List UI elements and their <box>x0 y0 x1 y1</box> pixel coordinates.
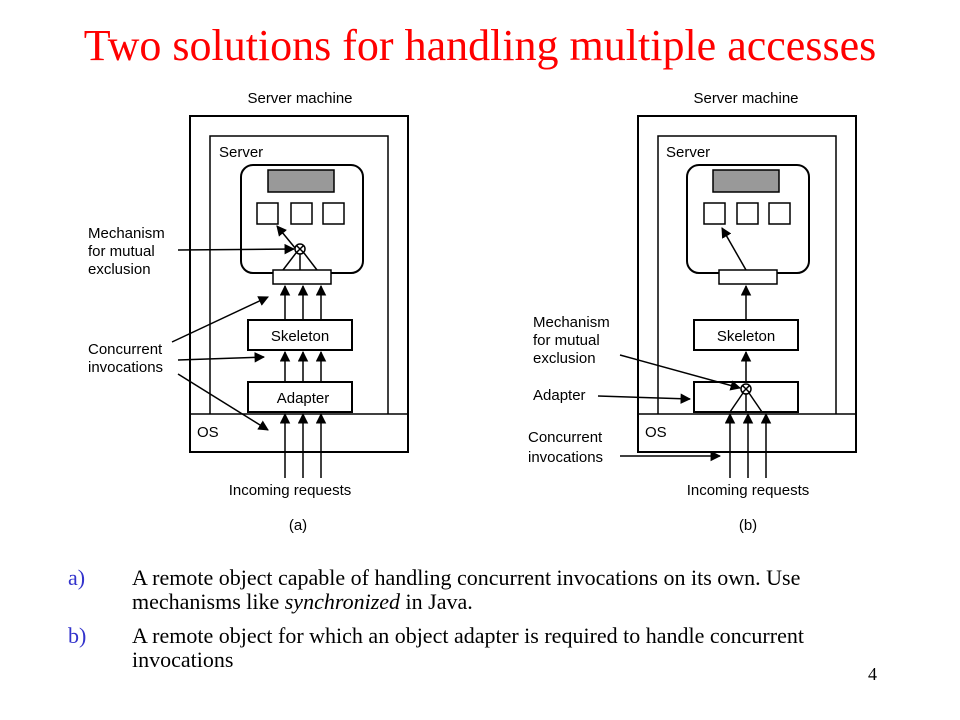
method-box-b1 <box>703 202 726 225</box>
caption-marker-a: a) <box>68 565 86 590</box>
caption-list: a) A remote object capable of handling co… <box>64 566 864 682</box>
adapter-box-a <box>247 381 353 413</box>
adapter-side-label-b: Adapter <box>533 387 586 404</box>
method-box-a1 <box>256 202 279 225</box>
object-state-a <box>267 169 335 193</box>
skeleton-box-b <box>693 319 799 351</box>
caption-item-a: a) A remote object capable of handling co… <box>64 566 864 614</box>
method-box-a3 <box>322 202 345 225</box>
concurrent-label-a-2: invocations <box>88 359 163 376</box>
os-label-b: OS <box>645 424 667 441</box>
adapter-label-a: Adapter <box>277 390 330 407</box>
mechanism-label-a-1: Mechanism <box>88 225 165 242</box>
mechanism-label-a-2: for mutual <box>88 243 155 260</box>
skeleton-label-a: Skeleton <box>271 328 329 345</box>
mechanism-label-a-3: exclusion <box>88 261 151 278</box>
caption-text-a-after: in Java. <box>400 589 473 614</box>
caption-text-b: A remote object for which an object adap… <box>132 623 804 672</box>
diagrams: Server machine Server Skeleton Adapter O… <box>88 90 857 534</box>
server-label-a: Server <box>219 144 263 161</box>
incoming-requests-label-a: Incoming requests <box>229 482 352 499</box>
incoming-requests-label-b: Incoming requests <box>687 482 810 499</box>
concurrent-label-b-1: Concurrent <box>528 429 603 446</box>
caption-text-a-emphasis: synchronized <box>284 589 401 614</box>
dispatch-box-a <box>272 269 332 285</box>
caption-text-a-before: A remote object capable of handling conc… <box>132 565 801 614</box>
server-machine-label-b: Server machine <box>693 90 798 107</box>
server-box-b <box>657 135 837 414</box>
concurrent-label-a-1: Concurrent <box>88 341 163 358</box>
method-box-b2 <box>736 202 759 225</box>
dispatch-box-b <box>718 269 778 285</box>
skeleton-box-a <box>247 319 353 351</box>
method-box-a2 <box>290 202 313 225</box>
mechanism-label-b-1: Mechanism <box>533 314 610 331</box>
server-box-a <box>209 135 389 414</box>
caption-label-a: (a) <box>289 517 307 534</box>
slide-title: Two solutions for handling multiple acce… <box>83 21 877 70</box>
diagram-a: Server machine Server Skeleton Adapter O… <box>88 90 409 534</box>
server-machine-label-a: Server machine <box>247 90 352 107</box>
os-label-a: OS <box>197 424 219 441</box>
skeleton-label-b: Skeleton <box>717 328 775 345</box>
object-state-b <box>712 169 780 193</box>
diagram-b: Server machine Server Skeleton OS Incomi… <box>528 90 857 534</box>
page-number: 4 <box>868 664 877 684</box>
caption-item-b: b) A remote object for which an object ad… <box>64 624 864 672</box>
mechanism-label-b-2: for mutual <box>533 332 600 349</box>
server-label-b: Server <box>666 144 710 161</box>
caption-label-b: (b) <box>739 517 757 534</box>
method-box-b3 <box>768 202 791 225</box>
concurrent-label-b-2: invocations <box>528 449 603 466</box>
caption-marker-b: b) <box>68 623 87 648</box>
mechanism-label-b-3: exclusion <box>533 350 596 367</box>
